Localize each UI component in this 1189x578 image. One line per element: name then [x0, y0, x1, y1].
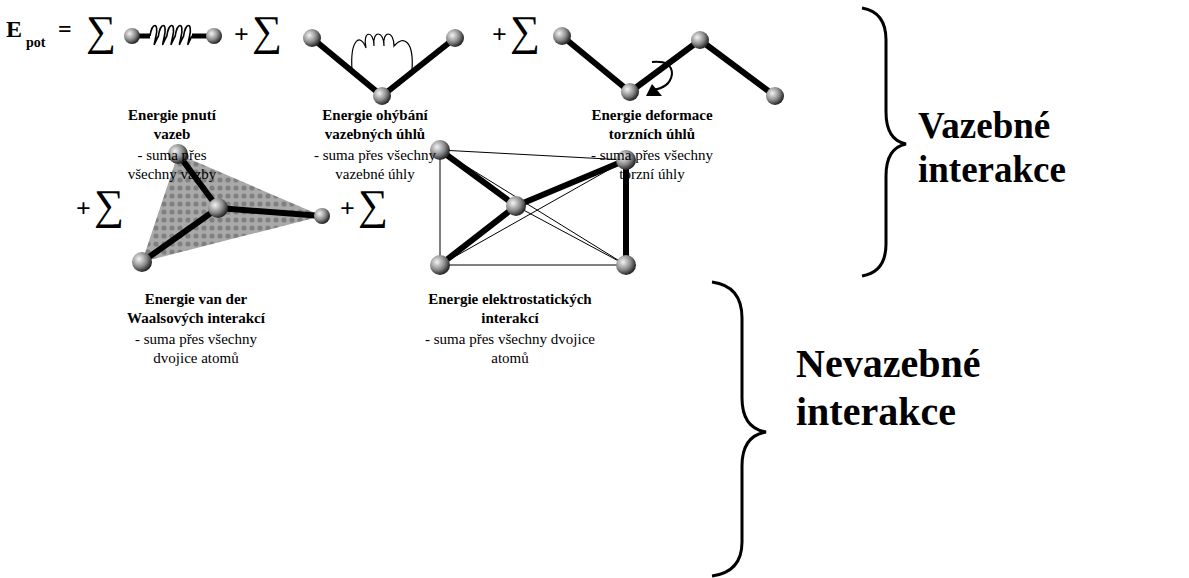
torsion — [553, 27, 784, 105]
vdw-figure — [132, 144, 330, 272]
sum-sign: ∑ — [86, 10, 120, 52]
energy-symbol: E — [6, 14, 26, 44]
equals-sign: = — [58, 14, 78, 44]
group-label: Nevazebné interakce — [796, 340, 1126, 436]
brace — [712, 282, 766, 576]
sum-sign: ∑ — [94, 184, 128, 226]
plus-sign: + — [76, 196, 96, 222]
brace — [862, 8, 906, 276]
plus-sign: + — [234, 22, 254, 48]
plus-sign: + — [340, 196, 360, 222]
group-label: Vazebné interakce — [918, 104, 1168, 193]
bond-stretch — [124, 26, 222, 45]
angle-bend — [303, 29, 464, 105]
term-note: - suma přes všechny vazby — [112, 146, 232, 184]
sum-sign: ∑ — [358, 184, 392, 226]
term-title: Energie elektrostatických interakcí — [420, 290, 600, 328]
subscript: pot — [26, 34, 56, 52]
sum-sign: ∑ — [252, 10, 286, 52]
term-title: Energie van der Waalsových interakcí — [118, 290, 274, 328]
term-note: - suma přes všechny vazebné úhly — [294, 146, 456, 184]
term-note: - suma přes všechny torzní úhly — [572, 146, 732, 184]
term-note: - suma přes všechny dvojice atomů — [424, 330, 596, 368]
term-title: Energie deformace torzních úhlů — [572, 106, 732, 144]
term-note: - suma přes všechny dvojice atomů — [118, 330, 274, 368]
term-title: Energie ohýbání vazebných úhlů — [300, 106, 450, 144]
term-title: Energie pnutí vazeb — [112, 106, 232, 144]
plus-sign: + — [492, 22, 512, 48]
sum-sign: ∑ — [510, 10, 544, 52]
